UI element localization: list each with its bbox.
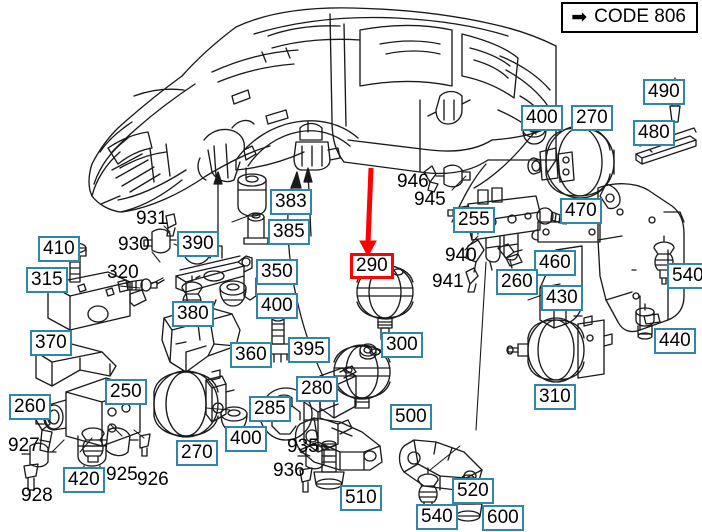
part-label-255[interactable]: 255 <box>453 207 495 233</box>
part-label-510[interactable]: 510 <box>340 485 382 511</box>
part-label-936[interactable]: 936 <box>273 460 305 481</box>
part-label-460[interactable]: 460 <box>534 250 576 276</box>
part-label-270[interactable]: 270 <box>571 105 613 131</box>
body-side-structure-right <box>597 183 685 333</box>
part-320-sensor <box>117 278 165 293</box>
part-label-410[interactable]: 410 <box>38 236 80 262</box>
part-941-clip <box>465 267 479 293</box>
part-315-control-module <box>47 271 147 331</box>
part-label-420[interactable]: 420 <box>63 467 105 493</box>
part-label-600[interactable]: 600 <box>482 505 524 531</box>
part-940-clip <box>465 239 485 273</box>
part-label-360[interactable]: 360 <box>230 342 272 368</box>
part-label-395[interactable]: 395 <box>288 337 330 363</box>
part-260-connector-right <box>497 243 523 267</box>
right-arrow-icon: ➡ <box>571 6 588 28</box>
part-label-930[interactable]: 930 <box>118 234 150 255</box>
part-label-390[interactable]: 390 <box>177 231 219 257</box>
part-510-bolt <box>313 440 345 490</box>
part-270-booster-left <box>153 369 235 438</box>
part-label-926[interactable]: 926 <box>137 469 169 490</box>
part-label-946[interactable]: 946 <box>397 171 429 192</box>
part-label-290-highlighted[interactable]: 290 <box>350 253 394 279</box>
part-label-300[interactable]: 300 <box>381 332 423 358</box>
part-label-540[interactable]: 540 <box>667 263 702 289</box>
car-body-outline <box>88 7 557 213</box>
part-label-310[interactable]: 310 <box>534 384 576 410</box>
part-label-370[interactable]: 370 <box>30 330 72 356</box>
part-440-bushing <box>635 303 655 340</box>
part-926-clip <box>139 433 151 457</box>
part-label-520[interactable]: 520 <box>452 478 494 504</box>
part-420-mount <box>81 427 105 463</box>
body-mounted-valve-detail <box>293 121 341 171</box>
part-label-315[interactable]: 315 <box>26 267 68 293</box>
part-label-270[interactable]: 270 <box>176 440 218 466</box>
part-930-clip <box>143 228 177 254</box>
part-385-spacer <box>243 212 269 245</box>
part-270-booster-right <box>527 125 621 210</box>
part-label-285[interactable]: 285 <box>249 396 291 422</box>
part-925-clip <box>97 427 139 457</box>
part-label-400[interactable]: 400 <box>521 105 563 131</box>
part-label-925[interactable]: 925 <box>106 464 138 485</box>
part-label-480[interactable]: 480 <box>633 120 675 146</box>
part-label-940[interactable]: 940 <box>445 245 477 266</box>
part-460-plate <box>531 221 601 243</box>
part-label-440[interactable]: 440 <box>654 328 696 354</box>
part-400-grommet-mid <box>219 280 247 307</box>
part-label-280[interactable]: 280 <box>296 376 338 402</box>
part-300-washer <box>359 343 377 360</box>
code-806-badge: ➡ CODE 806 <box>561 2 698 33</box>
part-label-470[interactable]: 470 <box>560 198 602 224</box>
part-945-clip <box>435 164 471 188</box>
part-label-385[interactable]: 385 <box>268 219 310 245</box>
part-label-430[interactable]: 430 <box>541 285 583 311</box>
part-label-350[interactable]: 350 <box>256 259 298 285</box>
part-label-260[interactable]: 260 <box>9 394 51 420</box>
part-946-clip <box>423 165 439 193</box>
part-label-941[interactable]: 941 <box>432 271 464 292</box>
part-label-935[interactable]: 935 <box>287 436 319 457</box>
part-label-540[interactable]: 540 <box>416 504 458 530</box>
part-label-400[interactable]: 400 <box>225 426 267 452</box>
part-label-320[interactable]: 320 <box>107 262 139 283</box>
part-label-490[interactable]: 490 <box>643 79 685 105</box>
part-label-927[interactable]: 927 <box>8 435 40 456</box>
part-300-accumulator-sphere <box>333 344 391 409</box>
callout-connectors <box>51 175 576 471</box>
part-500-bracket <box>294 417 383 471</box>
part-label-380[interactable]: 380 <box>172 301 214 327</box>
code-badge-text: CODE 806 <box>594 6 686 27</box>
part-383-bumpstop <box>237 173 267 217</box>
rear-body-bracket-detail <box>427 90 471 125</box>
part-label-260[interactable]: 260 <box>496 269 538 295</box>
part-label-383[interactable]: 383 <box>270 189 312 215</box>
part-label-400[interactable]: 400 <box>256 293 298 319</box>
part-label-928[interactable]: 928 <box>21 485 53 506</box>
part-label-945[interactable]: 945 <box>414 189 446 210</box>
part-label-250[interactable]: 250 <box>105 379 147 405</box>
front-strut-callout-detail <box>197 119 257 183</box>
part-310-strut-right <box>506 315 613 383</box>
part-936-clip <box>299 467 313 493</box>
part-label-500[interactable]: 500 <box>390 404 432 430</box>
part-928-clip <box>23 463 39 497</box>
part-label-931[interactable]: 931 <box>136 208 168 229</box>
